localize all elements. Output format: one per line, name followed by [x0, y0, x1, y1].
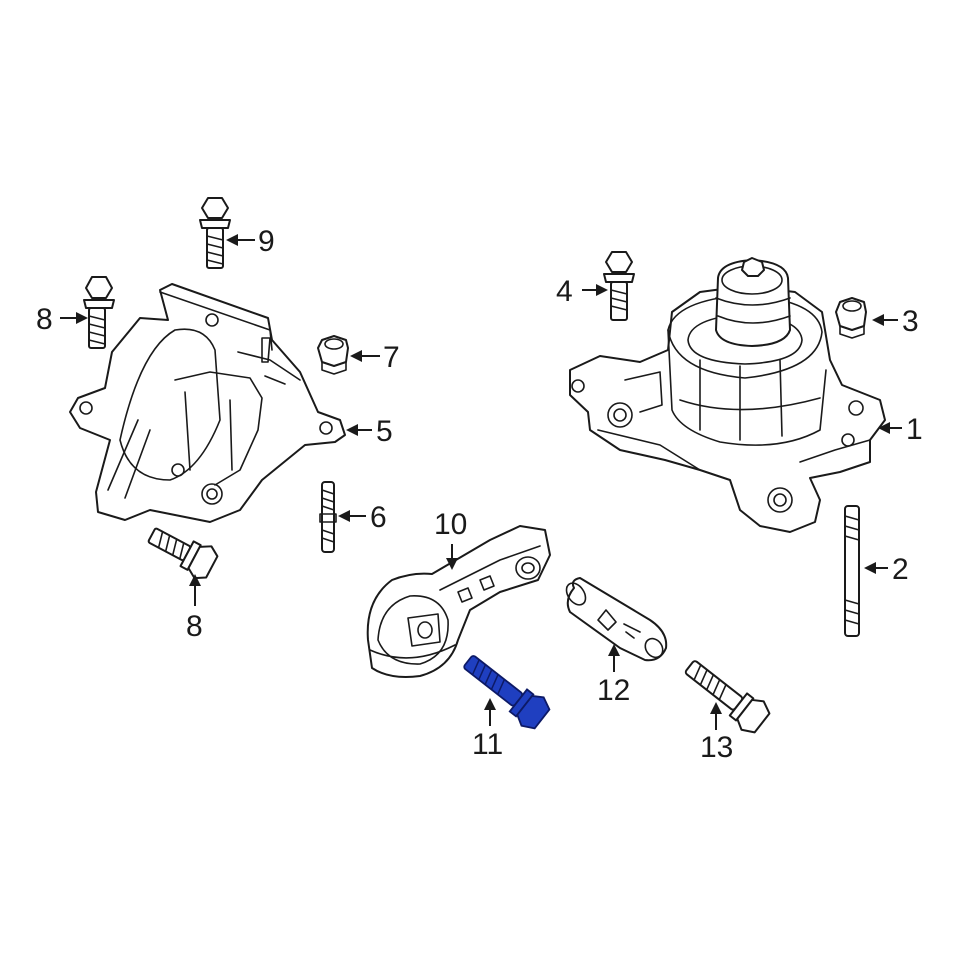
callout-labels: 9 8 7 5 6 8 4 3 1 2 10 12 11 13	[36, 225, 923, 764]
part-4-bolt[interactable]	[603, 251, 635, 321]
callout-6: 6	[370, 501, 387, 534]
part-11-highlighted-bolt[interactable]	[457, 647, 553, 733]
callout-10: 10	[434, 508, 467, 541]
part-13-bolt[interactable]	[678, 652, 773, 737]
callout-9: 9	[258, 225, 275, 258]
callout-12: 12	[597, 674, 630, 707]
callout-13: 13	[700, 731, 733, 764]
callout-8-lower: 8	[186, 610, 203, 643]
part-2-stud[interactable]	[844, 505, 860, 637]
callout-2: 2	[892, 553, 909, 586]
part-7-nut[interactable]	[317, 335, 349, 375]
callout-4: 4	[556, 275, 573, 308]
part-12-sleeve[interactable]	[563, 577, 668, 662]
part-5-transmission-mount[interactable]	[69, 283, 346, 523]
callout-1: 1	[906, 413, 923, 446]
leader-lines	[60, 234, 902, 730]
callout-5: 5	[376, 415, 393, 448]
callout-3: 3	[902, 305, 919, 338]
part-9-bolt[interactable]	[199, 197, 231, 269]
callout-7: 7	[383, 341, 400, 374]
part-8-lower-bolt[interactable]	[143, 519, 220, 583]
part-6-stud[interactable]	[319, 481, 337, 553]
part-3-nut[interactable]	[835, 297, 867, 339]
callout-8-upper: 8	[36, 303, 53, 336]
callout-11: 11	[472, 728, 503, 761]
part-8-upper-bolt[interactable]	[83, 276, 115, 349]
part-1-engine-mount[interactable]	[569, 257, 886, 533]
part-10-torque-rod[interactable]	[366, 525, 551, 678]
